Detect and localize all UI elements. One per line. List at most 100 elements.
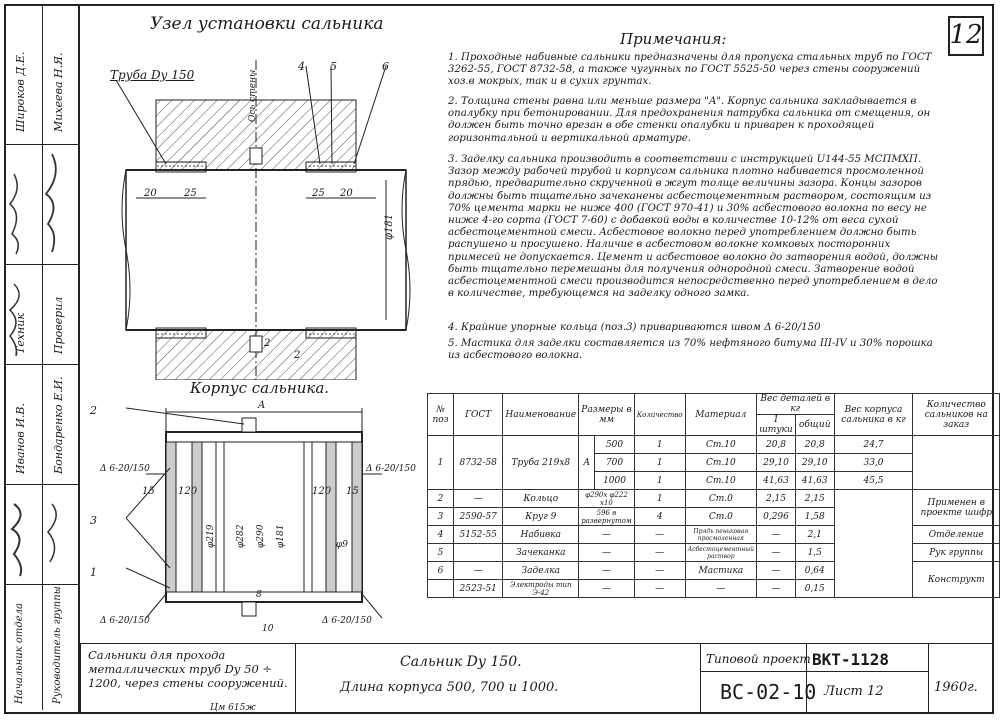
cell-material: — bbox=[684, 579, 758, 598]
cell-size: 596 в развернутом bbox=[578, 507, 635, 526]
dim-2-a: 2 bbox=[264, 338, 271, 349]
cell-material: Ст.0 bbox=[684, 507, 758, 526]
cell-pos: 2 bbox=[426, 489, 455, 508]
cell-w1: — bbox=[756, 561, 796, 580]
cell-w1: — bbox=[756, 543, 796, 562]
cell-name: Набивка bbox=[502, 525, 580, 544]
dim-25-right: 25 bbox=[312, 188, 325, 199]
cell-gost: 2590-57 bbox=[453, 507, 504, 526]
cell-pos: 1 bbox=[426, 435, 455, 490]
cell-pos: 5 bbox=[426, 543, 455, 562]
dim-d181-top: φ181 bbox=[384, 213, 395, 240]
installation-section-drawing bbox=[115, 60, 411, 380]
note-2: 2. Толщина стены равна или меньше размер… bbox=[448, 96, 931, 144]
cell-wt: 1,5 bbox=[794, 543, 835, 562]
side-label-group: Рук группы bbox=[912, 543, 1000, 562]
body-dim-120-right: 120 bbox=[312, 486, 332, 497]
body-dim-15-right: 15 bbox=[346, 486, 359, 497]
th-size: Размеры в мм bbox=[578, 393, 635, 436]
year: 1960г. bbox=[934, 680, 978, 695]
body-callout-3: 3 bbox=[90, 514, 97, 527]
th-gost: ГОСТ bbox=[453, 393, 504, 436]
body-dim-10: 10 bbox=[262, 624, 274, 634]
cell-wt: 41,63 bbox=[794, 471, 835, 490]
th-body-weight: Вес корпуса сальника в кг bbox=[833, 393, 914, 436]
cell-length: 500 bbox=[594, 435, 635, 454]
th-pos: № поз bbox=[426, 393, 455, 436]
cell-wt: 29,10 bbox=[794, 453, 835, 472]
body-dim-d282: φ282 bbox=[236, 524, 246, 548]
note-3: 3. Заделку сальника производить в соотве… bbox=[448, 154, 939, 300]
side-label-applied: Применен в проекте шифр bbox=[912, 489, 1000, 526]
cell-w1: 29,10 bbox=[756, 453, 796, 472]
cell-gost: 2523-51 bbox=[453, 579, 504, 598]
signature-sidebar: Широков Д.Е. Михеева Н.Я. Техник Провери… bbox=[4, 4, 80, 714]
dim-20-left: 20 bbox=[144, 188, 157, 199]
cell-name: Зачеканка bbox=[502, 543, 580, 562]
th-name: Наименование bbox=[502, 393, 580, 436]
dim-25-left: 25 bbox=[184, 188, 197, 199]
body-dim-120-left: 120 bbox=[178, 486, 198, 497]
body-callout-1: 1 bbox=[90, 566, 97, 579]
cell-material: Прядь пеньковая просмоленная bbox=[684, 525, 758, 544]
wall-axis-label: Ось стены bbox=[248, 69, 258, 122]
body-dim-d290: φ290 bbox=[256, 524, 266, 548]
pipe-label: Труба Dу 150 bbox=[110, 68, 195, 82]
th-weight-total: общий bbox=[794, 414, 835, 436]
drawing-title: Узел установки сальника bbox=[150, 14, 384, 34]
weld-mark-bottom-left: Δ 6-20/150 bbox=[100, 616, 150, 626]
callout-6: 6 bbox=[382, 60, 389, 73]
cell-wt: 2,15 bbox=[794, 489, 835, 508]
cell-gost: 8732-58 bbox=[453, 435, 504, 490]
cell-w1: 0,296 bbox=[756, 507, 796, 526]
cell-w1: 2,15 bbox=[756, 489, 796, 508]
gland-body-drawing bbox=[125, 407, 383, 619]
cell-qty: 1 bbox=[633, 489, 686, 508]
th-weight-one: 1 штуки bbox=[756, 414, 796, 436]
cell-w1: — bbox=[756, 525, 796, 544]
cell-qty: 1 bbox=[633, 453, 686, 472]
cell-wt: 20,8 bbox=[794, 435, 835, 454]
cell-w1: 20,8 bbox=[756, 435, 796, 454]
title-description: Сальники для прохода металлических труб … bbox=[88, 648, 288, 690]
cell-wt: 0,64 bbox=[794, 561, 835, 580]
cell-order bbox=[912, 435, 1000, 490]
cell-body-side bbox=[833, 489, 914, 598]
weld-mark-bottom-right: Δ 6-20/150 bbox=[322, 616, 372, 626]
callout-4: 4 bbox=[298, 60, 305, 73]
specification-table: № поз ГОСТ Наименование Размеры в мм Кол… bbox=[426, 393, 1000, 598]
title-name-line2: Длина корпуса 500, 700 и 1000. bbox=[340, 680, 559, 695]
project-code: ВКТ-1128 bbox=[812, 650, 890, 669]
cell-material: Ст.10 bbox=[684, 453, 758, 472]
cell-body-w: 33,0 bbox=[833, 453, 914, 472]
side-label-designer: Конструкт bbox=[912, 561, 1000, 598]
cell-body-w: 45,5 bbox=[833, 471, 914, 490]
th-material: Материал bbox=[684, 393, 758, 436]
weld-mark-top-left: Δ 6-20/150 bbox=[100, 464, 150, 474]
title-name-line1: Сальник Dу 150. bbox=[400, 654, 522, 670]
note-4: 4. Крайние упорные кольца (поз.3) привар… bbox=[448, 322, 821, 333]
cell-size: — bbox=[578, 579, 635, 598]
cell-name: Круг 9 bbox=[502, 507, 580, 526]
dim-20-right: 20 bbox=[340, 188, 353, 199]
body-dim-d9: φ9 bbox=[336, 540, 349, 550]
cell-qty: 1 bbox=[633, 471, 686, 490]
cell-wt: 0,15 bbox=[794, 579, 835, 598]
cell-wt: 2,1 bbox=[794, 525, 835, 544]
cell-body-w: 24,7 bbox=[833, 435, 914, 454]
cell-qty: 1 bbox=[633, 435, 686, 454]
cell-name: Кольцо bbox=[502, 489, 580, 508]
note-5: 5. Мастика для заделки составляется из 7… bbox=[448, 338, 933, 362]
cell-gost: — bbox=[453, 489, 504, 508]
cell-pos: 3 bbox=[426, 507, 455, 526]
cell-name: Электроды тип Э-42 bbox=[502, 579, 580, 598]
body-title: Корпус сальника. bbox=[190, 379, 330, 397]
cell-gost: 5152-55 bbox=[453, 525, 504, 544]
notes-title: Примечания: bbox=[620, 30, 727, 48]
body-callout-2: 2 bbox=[90, 404, 97, 417]
cell-wt: 1,58 bbox=[794, 507, 835, 526]
sheet-code: ВС-02-10 bbox=[720, 680, 817, 704]
cell-material: Ст.10 bbox=[684, 435, 758, 454]
cell-gost: — bbox=[453, 561, 504, 580]
cell-qty: — bbox=[633, 543, 686, 562]
